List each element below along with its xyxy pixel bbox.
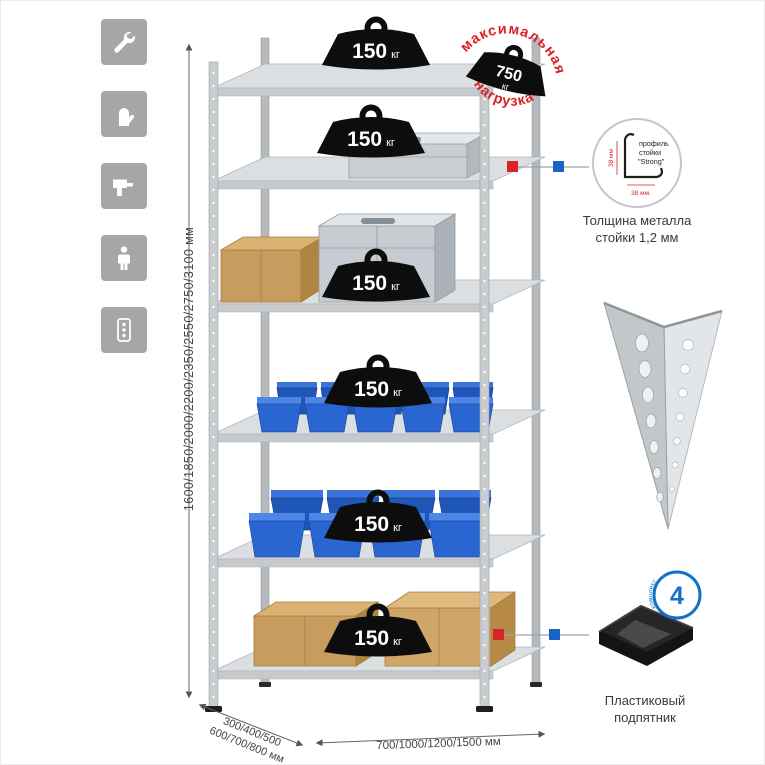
stamp-weight: 750 кг — [465, 44, 546, 97]
profile-drawing — [623, 133, 663, 179]
svg-text:4: 4 — [670, 582, 684, 610]
svg-text:кг: кг — [501, 81, 511, 93]
plastic-foot-illustration — [598, 604, 694, 666]
person-icon — [101, 235, 147, 281]
profile-label: профиль стойки "Strong" — [638, 139, 669, 166]
marker-red-top — [507, 161, 518, 172]
gloves-icon — [101, 91, 147, 137]
profile-dimensions: 38 мм 38 мм. — [608, 141, 655, 197]
rack-back-posts — [259, 37, 542, 687]
marker-blue-bottom — [549, 629, 560, 640]
marker-red-bottom — [493, 629, 504, 640]
svg-text:в комплекте: в комплекте — [649, 567, 658, 612]
shelving-rack — [205, 37, 546, 712]
svg-text:38 мм: 38 мм — [608, 148, 615, 167]
post-profile-callout: 38 мм 38 мм. профиль стойки "Strong" — [592, 118, 682, 208]
cardboard-box-small — [219, 236, 325, 303]
included-count-badge: в комплекте 4 — [649, 567, 702, 620]
post-slots — [635, 333, 664, 503]
height-dimension-label: 1600/1850/2000/2200/2350/2550/2750/3100 … — [182, 226, 196, 512]
svg-text:750: 750 — [494, 63, 524, 86]
post-holes — [669, 339, 694, 492]
socket-strip-icon — [101, 307, 147, 353]
wrench-icon — [101, 19, 147, 65]
width-dimension-label: 700/1000/1200/1500 мм — [376, 735, 501, 753]
marker-blue-top — [553, 161, 564, 172]
foot-caption: Пластиковый подпятник — [604, 693, 686, 725]
svg-text:профиль: профиль — [639, 139, 669, 148]
profile-caption: Толщина металла стойки 1,2 мм — [582, 213, 692, 245]
svg-text:стойки: стойки — [639, 148, 661, 157]
angle-post-illustration — [603, 301, 723, 530]
max-load-stamp: максимальная нагрузка 750 кг — [455, 9, 575, 116]
svg-text:38 мм.: 38 мм. — [631, 190, 651, 197]
svg-text:"Strong": "Strong" — [638, 157, 665, 166]
feature-icon-column — [101, 19, 147, 379]
drill-icon — [101, 163, 147, 209]
